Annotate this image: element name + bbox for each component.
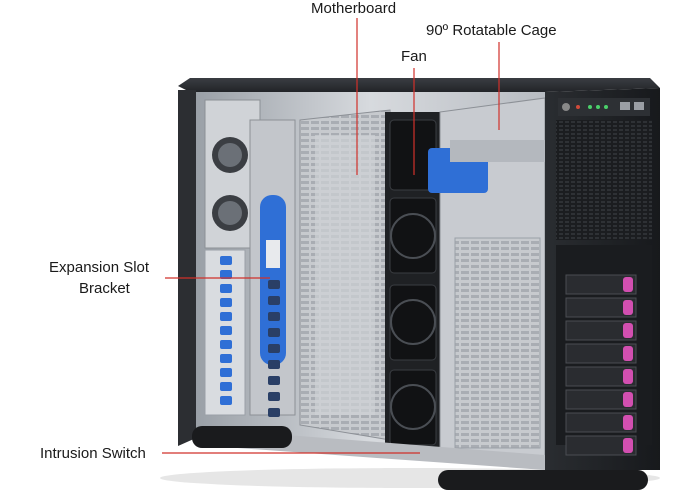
fan-wall — [385, 112, 440, 452]
label-expansion-slot-bracket: Expansion Slot Bracket — [49, 257, 179, 299]
label-intrusion-switch: Intrusion Switch — [40, 445, 146, 462]
rotatable-cage — [428, 97, 546, 461]
label-expansion-line1: Expansion Slot — [49, 259, 150, 276]
label-rotatable-cage: 90º Rotatable Cage — [426, 22, 557, 39]
chassis-foot-front — [438, 470, 648, 490]
chassis-top — [178, 78, 660, 92]
label-expansion-line2: Bracket — [79, 280, 130, 297]
label-motherboard: Motherboard — [311, 0, 397, 17]
label-fan: Fan — [401, 48, 427, 65]
drive-bays — [565, 274, 637, 456]
fan-icon — [390, 213, 436, 259]
callout-lines — [162, 18, 500, 454]
drive-bay-icon — [565, 274, 637, 295]
chassis-foot-rear — [192, 426, 292, 448]
chassis-rear-edge — [178, 90, 196, 446]
